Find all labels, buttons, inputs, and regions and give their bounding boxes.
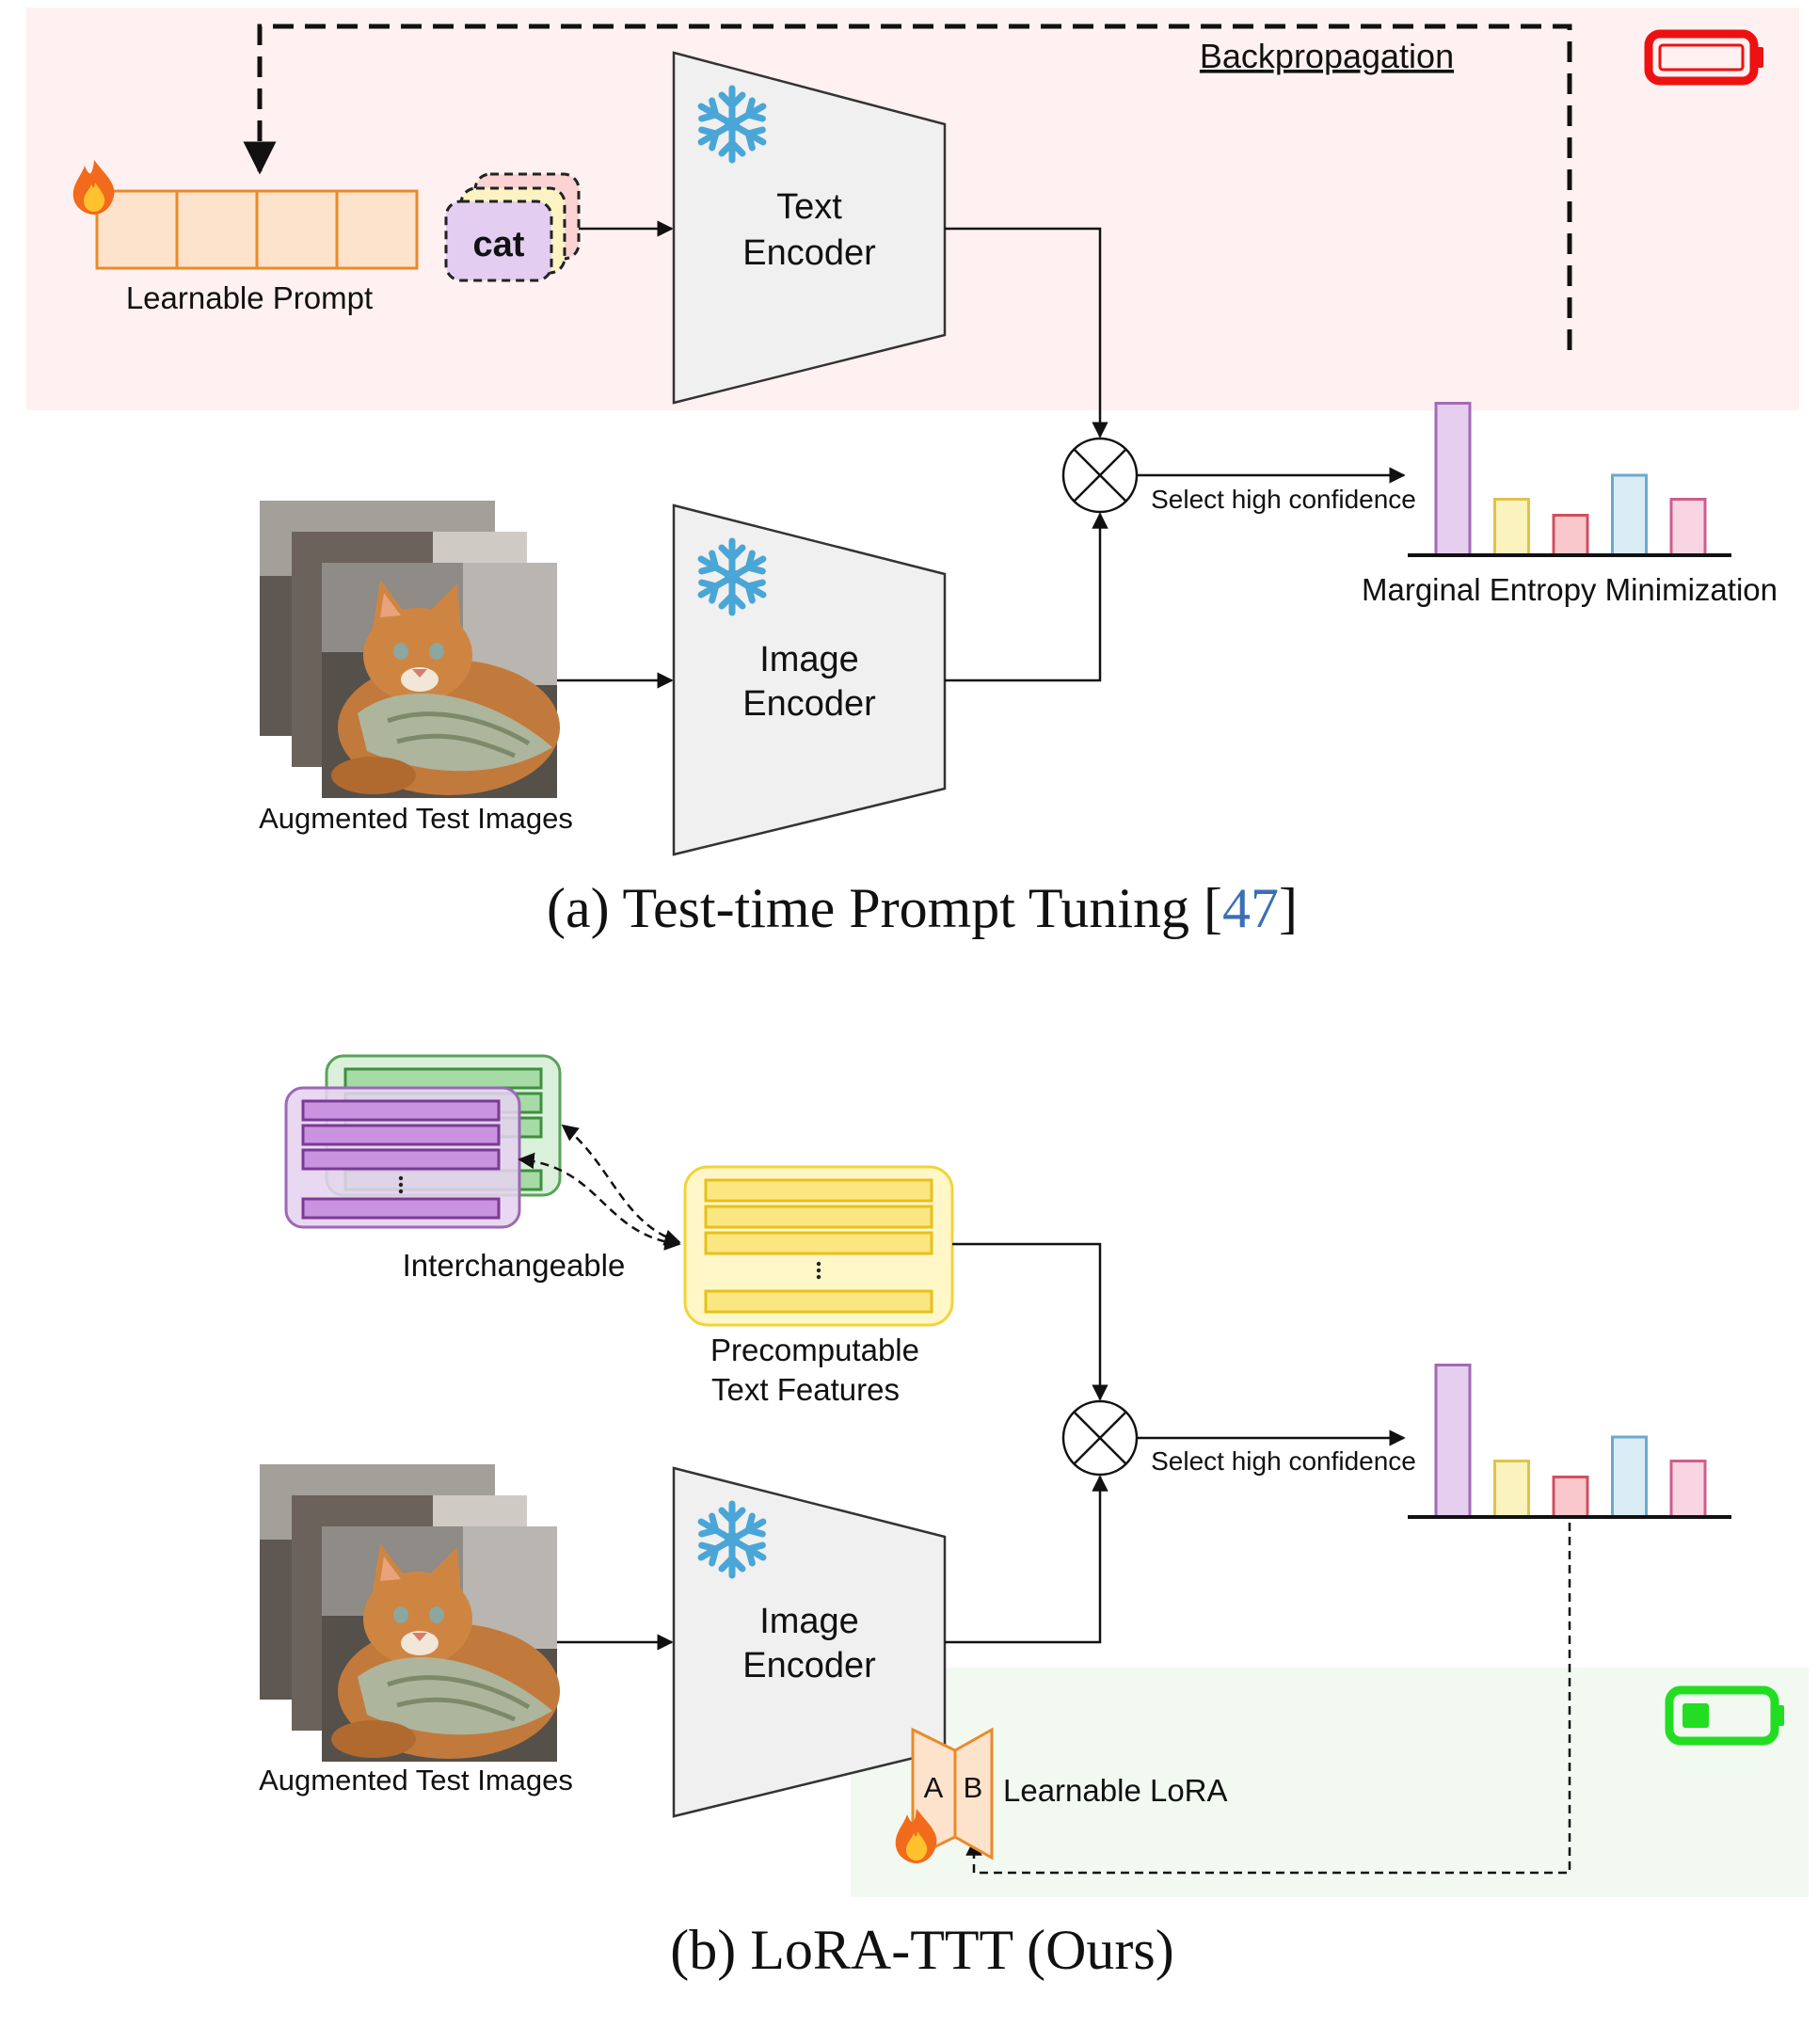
interchangeable-text-feature-sets — [284, 1054, 562, 1229]
confidence-bars — [1434, 402, 1707, 557]
lora-backprop-arrow — [965, 1523, 1571, 1875]
battery-low-green-icon — [1665, 1685, 1784, 1746]
image-encoder-label-line1: Image — [759, 1602, 859, 1641]
image-encoder-label-line2: Encoder — [742, 1646, 876, 1685]
prompt-label: Learnable Prompt — [126, 280, 373, 315]
lora-module — [911, 1727, 994, 1860]
text-features-arrow — [952, 1242, 1108, 1401]
confidence-bars — [1434, 1364, 1707, 1519]
confidence-bar — [1493, 498, 1530, 557]
text-encoder-label-line2: Encoder — [742, 233, 876, 273]
backprop-arrow — [243, 24, 1572, 350]
confidence-bar — [1493, 1460, 1530, 1519]
augmented-test-images — [260, 1464, 560, 1762]
image-features-arrow — [945, 512, 1108, 682]
class-token-stack — [444, 172, 581, 282]
image-encoder — [672, 503, 947, 856]
backprop-label: Backpropagation — [1200, 37, 1454, 75]
similarity-multiply-node — [1061, 1399, 1139, 1477]
caption-b: (b) LoRA-TTT (Ours) — [670, 1919, 1173, 1981]
bottom-panel-background — [851, 1668, 1809, 1897]
class-token: cat — [473, 225, 525, 264]
select-label: Select high confidence — [1151, 485, 1416, 514]
confidence-bar — [1669, 1460, 1707, 1519]
confidence-bar — [1611, 473, 1648, 557]
image-encoder-label-line1: Image — [759, 640, 859, 679]
lora-b-label: B — [964, 1771, 983, 1804]
precomputable-text-features — [683, 1165, 954, 1327]
interchangeable-label: Interchangeable — [403, 1248, 626, 1283]
swap-arrow-green — [561, 1124, 681, 1246]
battery-low-red-icon — [1644, 29, 1763, 86]
text-encoder — [672, 51, 947, 405]
text-encoder-label-line1: Text — [776, 187, 842, 227]
lora-a-label: A — [924, 1771, 944, 1804]
confidence-bar — [1552, 1476, 1589, 1519]
confidence-bar — [1434, 402, 1472, 557]
caption-a: (a) Test-time Prompt Tuning [47] — [547, 877, 1298, 939]
images-label: Augmented Test Images — [259, 1764, 573, 1796]
swap-arrow-purple — [518, 1152, 681, 1251]
learnable-prompt — [95, 189, 419, 270]
text-features-label-line1: Precomputable — [710, 1333, 919, 1367]
image-encoder-label-line2: Encoder — [742, 684, 876, 724]
confidence-bar — [1611, 1435, 1648, 1519]
confidence-bar — [1434, 1364, 1472, 1519]
text-features-label-line2: Text Features — [711, 1372, 900, 1407]
select-label: Select high confidence — [1151, 1446, 1416, 1476]
confidence-bar — [1669, 498, 1707, 557]
images-label: Augmented Test Images — [259, 802, 573, 835]
lora-label: Learnable LoRA — [1003, 1773, 1228, 1808]
confidence-bar — [1552, 514, 1589, 557]
text-features-arrow — [945, 227, 1108, 439]
augmented-test-images — [260, 501, 560, 798]
similarity-multiply-node — [1061, 437, 1139, 514]
entropy-label: Marginal Entropy Minimization — [1362, 572, 1778, 607]
image-features-arrow — [945, 1475, 1108, 1644]
